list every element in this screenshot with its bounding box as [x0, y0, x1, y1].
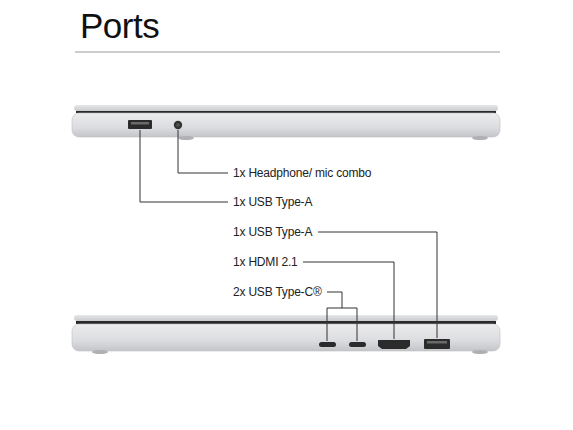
- laptop-right-side: [72, 315, 500, 354]
- bracket: [327, 308, 357, 341]
- leader-line: [327, 292, 342, 308]
- leader-line: [318, 232, 437, 338]
- port-label: 1x USB Type-A: [233, 195, 312, 209]
- laptop-left-side: [72, 105, 500, 140]
- leader-line: [178, 130, 228, 173]
- port-label: 1x HDMI 2.1: [233, 255, 298, 269]
- diagram-title: Ports: [80, 6, 159, 46]
- port-label: 1x USB Type-A: [233, 225, 312, 239]
- leader-line: [303, 262, 394, 339]
- leader-line: [140, 130, 228, 202]
- port-label: 2x USB Type-C®: [233, 285, 322, 299]
- title-rule: [75, 52, 500, 53]
- port-label: 1x Headphone/ mic combo: [233, 166, 371, 180]
